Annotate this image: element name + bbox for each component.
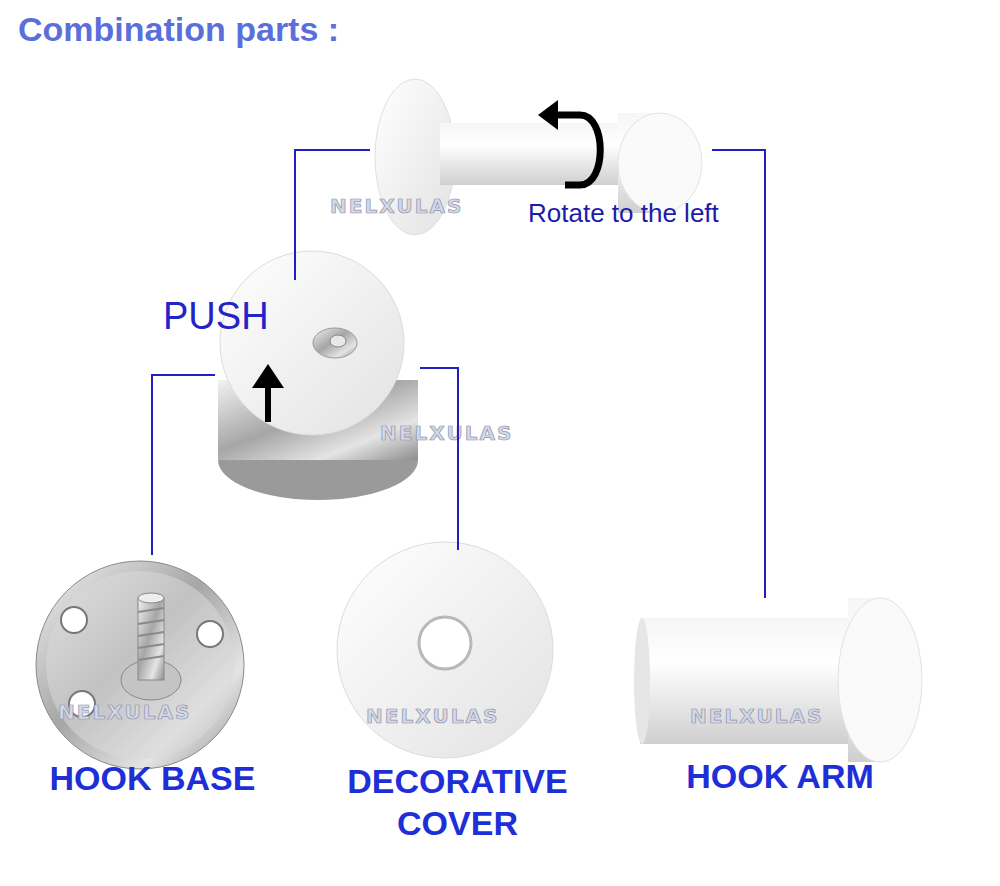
stud-top bbox=[138, 593, 164, 603]
part-name: HOOK BASE bbox=[30, 758, 275, 799]
base-plate bbox=[36, 561, 244, 769]
push-instruction: PUSH bbox=[163, 294, 293, 340]
hook-arm: HOOK ARM bbox=[630, 598, 930, 800]
arm-cap bbox=[838, 598, 922, 762]
part-name: HOOK ARM bbox=[630, 756, 930, 797]
screw-head bbox=[313, 328, 357, 358]
diagram-title: Combination parts : bbox=[18, 10, 339, 49]
cover-hole bbox=[419, 617, 471, 669]
screw-tip bbox=[330, 335, 346, 347]
rotate-arrowhead bbox=[538, 100, 558, 130]
leader-line bbox=[712, 150, 765, 598]
base-plate-face bbox=[46, 571, 234, 759]
cover-disc bbox=[220, 251, 404, 435]
arm-end bbox=[634, 618, 650, 744]
part-name: DECORATIVE COVER bbox=[330, 760, 585, 844]
hook-arm-part bbox=[634, 598, 922, 762]
middle-assembly bbox=[218, 251, 418, 500]
threaded-stud bbox=[138, 598, 164, 680]
decorative-cover-part bbox=[337, 542, 553, 758]
rotate-instruction: Rotate to the left bbox=[528, 198, 768, 229]
watermark: NELXULAS bbox=[380, 421, 513, 445]
watermark: NELXULAS bbox=[366, 704, 499, 728]
stud-thread bbox=[138, 608, 164, 660]
leader-line bbox=[152, 375, 215, 555]
rotate-arrow bbox=[556, 115, 600, 185]
screw-hole bbox=[197, 621, 223, 647]
screw-hole bbox=[61, 607, 87, 633]
watermark: NELXULAS bbox=[58, 700, 191, 724]
cover-disc bbox=[337, 542, 553, 758]
push-arrowhead bbox=[252, 364, 284, 388]
hook-base-part bbox=[36, 561, 244, 769]
hook-base: HOOK BASE bbox=[30, 555, 275, 805]
watermark: NELXULAS bbox=[690, 704, 823, 728]
decorative-cover: DECORATIVE COVER bbox=[330, 550, 585, 845]
arm-shaft bbox=[640, 618, 860, 744]
watermark: NELXULAS bbox=[330, 194, 463, 218]
leader-line bbox=[420, 368, 458, 550]
assembly-step: PUSH bbox=[215, 280, 420, 505]
